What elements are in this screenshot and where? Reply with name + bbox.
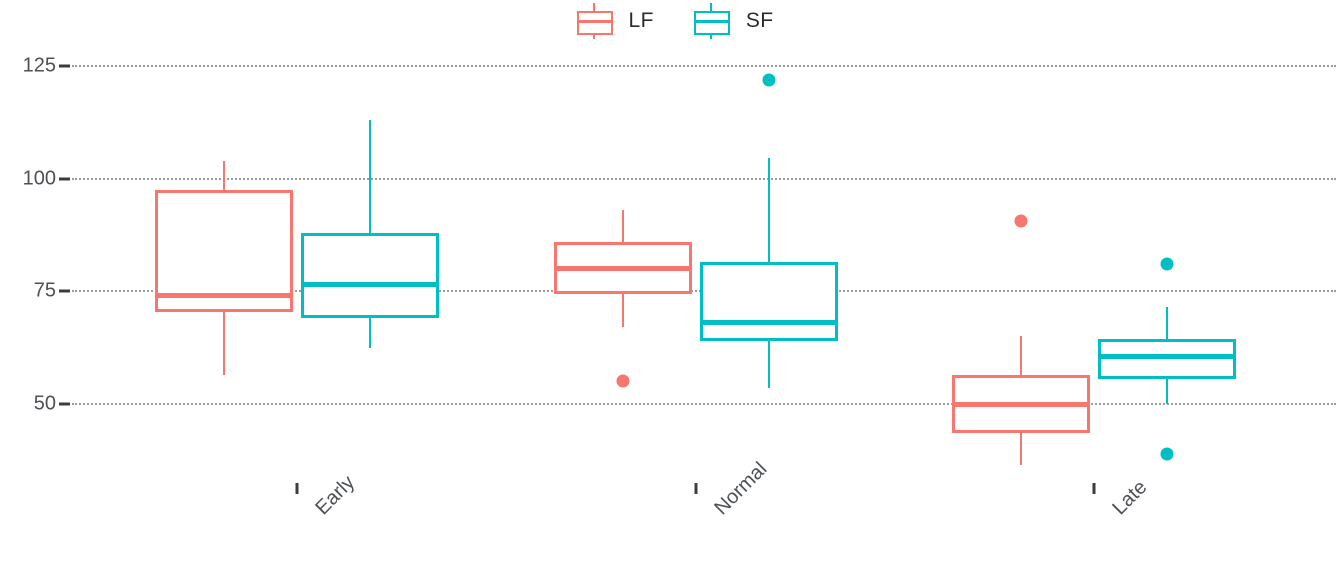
whisker-upper bbox=[768, 158, 770, 263]
y-tick-label-100: 100 bbox=[22, 167, 56, 190]
median-line bbox=[700, 320, 838, 326]
legend-key-median bbox=[576, 20, 613, 23]
legend-label-sf: SF bbox=[745, 9, 774, 32]
whisker-upper bbox=[223, 160, 225, 190]
x-tick-mark-late bbox=[1092, 483, 1096, 494]
whisker-upper bbox=[1020, 336, 1022, 375]
legend: LF SF bbox=[0, 0, 1344, 42]
whisker-upper bbox=[622, 210, 624, 242]
gridline-50 bbox=[72, 403, 1336, 405]
outlier-point[interactable] bbox=[1160, 257, 1174, 271]
legend-key-box bbox=[576, 11, 613, 35]
whisker-lower bbox=[768, 340, 770, 389]
whisker-upper bbox=[369, 120, 371, 233]
outlier-point[interactable] bbox=[616, 374, 630, 388]
y-tick-mark-125 bbox=[59, 64, 70, 68]
y-tick-mark-50 bbox=[59, 402, 70, 406]
whisker-lower bbox=[1166, 379, 1168, 404]
box-iqr bbox=[1098, 338, 1236, 380]
y-tick-mark-100 bbox=[59, 177, 70, 181]
outlier-point[interactable] bbox=[1014, 214, 1028, 228]
boxplot-key-icon-sf bbox=[688, 3, 734, 39]
outlier-point[interactable] bbox=[1160, 447, 1174, 461]
y-tick-label-50: 50 bbox=[33, 392, 56, 415]
median-line bbox=[301, 282, 439, 288]
x-tick-label-late: Late bbox=[1108, 476, 1152, 520]
x-tick-label-early: Early bbox=[311, 471, 360, 520]
x-tick-label-normal: Normal bbox=[710, 458, 772, 520]
y-tick-label-125: 125 bbox=[22, 54, 56, 77]
legend-key-box bbox=[693, 11, 730, 35]
median-line bbox=[1098, 354, 1236, 360]
outlier-point[interactable] bbox=[762, 73, 776, 87]
gridline-100 bbox=[72, 177, 1336, 180]
x-tick-mark-early bbox=[295, 483, 299, 494]
whisker-lower bbox=[1020, 433, 1022, 465]
boxplot-key-icon-lf bbox=[571, 3, 617, 39]
median-line bbox=[554, 266, 692, 272]
gridline-125 bbox=[72, 65, 1336, 67]
box-iqr bbox=[554, 241, 692, 294]
legend-label-lf: LF bbox=[628, 9, 654, 32]
y-tick-mark-75 bbox=[59, 289, 70, 293]
whisker-lower bbox=[223, 311, 225, 375]
box-iqr bbox=[301, 232, 439, 319]
gridline-75 bbox=[72, 290, 1336, 293]
whisker-lower bbox=[622, 293, 624, 328]
y-tick-label-75: 75 bbox=[33, 279, 56, 302]
median-line bbox=[155, 293, 293, 299]
whisker-upper bbox=[1166, 307, 1168, 339]
legend-key-median bbox=[693, 20, 730, 23]
box-iqr bbox=[700, 262, 838, 341]
box-iqr bbox=[155, 189, 293, 312]
whisker-lower bbox=[369, 318, 371, 348]
legend-entry-lf[interactable]: LF bbox=[571, 3, 654, 39]
x-tick-mark-normal bbox=[694, 483, 698, 494]
legend-entry-sf[interactable]: SF bbox=[688, 3, 774, 39]
